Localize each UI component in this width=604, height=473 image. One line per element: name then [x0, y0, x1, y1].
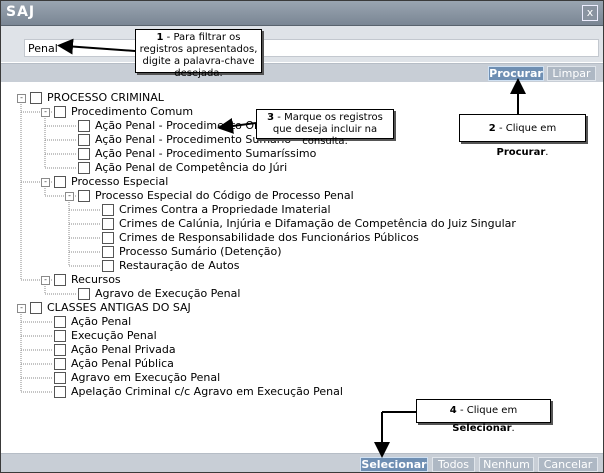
tree-item: Restauração de Autos — [1, 259, 603, 273]
tree-item-label: Crimes de Calúnia, Injúria e Difamação d… — [119, 217, 516, 230]
select-button[interactable]: Selecionar — [360, 457, 428, 472]
callout-click-procurar: 2 - Clique em Procurar. — [459, 114, 586, 158]
window-title: SAJ — [6, 4, 36, 20]
footer-toolbar: Selecionar Todos Nenhum Cancelar — [1, 453, 603, 472]
tree-item: Ação Penal Pública — [1, 357, 603, 371]
collapse-icon[interactable]: - — [41, 276, 50, 285]
tree-item-label: Agravo de Execução Penal — [95, 287, 241, 300]
collapse-icon[interactable]: - — [17, 94, 26, 103]
tree-guide-lines — [20, 102, 101, 393]
tree-item-label: Processo Especial — [71, 175, 169, 188]
tree-item-label: Ação Penal - Procedimento Sumário — [95, 133, 292, 146]
collapse-icon[interactable]: - — [65, 192, 74, 201]
tree-checkbox[interactable] — [78, 190, 90, 202]
search-input[interactable] — [24, 39, 599, 57]
select-all-button[interactable]: Todos — [432, 457, 475, 472]
tree-item-label: Restauração de Autos — [119, 259, 240, 272]
tree-item-label: CLASSES ANTIGAS DO SAJ — [47, 301, 191, 314]
callout-filter: 1 - Para filtrar os registros apresentad… — [135, 29, 262, 79]
tree-item-label: Crimes Contra a Propriedade Imaterial — [119, 203, 331, 216]
title-bar: SAJ x — [1, 1, 603, 26]
tree-checkbox[interactable] — [78, 148, 90, 160]
tree-item: Execução Penal — [1, 329, 603, 343]
tree-checkbox[interactable] — [102, 204, 114, 216]
close-icon[interactable]: x — [582, 5, 598, 21]
tree-item: Apelação Criminal c/c Agravo em Execução… — [1, 385, 603, 399]
tree-item-label: Ação Penal Pública — [71, 357, 174, 370]
tree-checkbox[interactable] — [54, 372, 66, 384]
tree-item-label: PROCESSO CRIMINAL — [47, 91, 164, 104]
collapse-icon[interactable]: - — [17, 304, 26, 313]
tree-checkbox[interactable] — [78, 162, 90, 174]
tree-item: - Recursos — [1, 273, 603, 287]
tree-item: Ação Penal de Competência do Júri — [1, 161, 603, 175]
tree-item: Crimes de Responsabilidade dos Funcionár… — [1, 231, 603, 245]
search-toolbar: Procurar Limpar — [1, 63, 603, 82]
tree-item: - CLASSES ANTIGAS DO SAJ — [1, 301, 603, 315]
callout-mark-records: 3 - Marque os registros que deseja inclu… — [256, 109, 394, 147]
tree-item: - Processo Especial — [1, 175, 603, 189]
collapse-icon[interactable]: - — [41, 108, 50, 117]
tree-checkbox[interactable] — [54, 274, 66, 286]
tree-item: Ação Penal - Procedimento Sumário — [1, 133, 603, 147]
tree-checkbox[interactable] — [78, 120, 90, 132]
tree-checkbox[interactable] — [102, 218, 114, 230]
collapse-icon[interactable]: - — [41, 178, 50, 187]
search-band — [1, 26, 603, 62]
tree-item-label: Recursos — [71, 273, 121, 286]
tree-checkbox[interactable] — [102, 232, 114, 244]
tree-item: Agravo em Execução Penal — [1, 371, 603, 385]
tree-item-label: Processo Especial do Código de Processo … — [95, 189, 354, 202]
tree-checkbox[interactable] — [54, 106, 66, 118]
tree-item-label: Agravo em Execução Penal — [71, 371, 221, 384]
tree-item-label: Apelação Criminal c/c Agravo em Execução… — [71, 385, 343, 398]
tree-item-label: Processo Sumário (Detenção) — [119, 245, 282, 258]
callout-click-selecionar: 4 - Clique em Selecionar. — [416, 399, 551, 434]
tree-item: Crimes Contra a Propriedade Imaterial — [1, 203, 603, 217]
tree-item: Ação Penal - Procedimento Sumaríssimo — [1, 147, 603, 161]
search-button[interactable]: Procurar — [488, 66, 544, 81]
tree-item: Processo Sumário (Detenção) — [1, 245, 603, 259]
tree-checkbox[interactable] — [102, 246, 114, 258]
tree-item-label: Procedimento Comum — [71, 105, 194, 118]
select-none-button[interactable]: Nenhum — [479, 457, 534, 472]
tree-item-label: Ação Penal - Procedimento Sumaríssimo — [95, 147, 317, 160]
tree-item-label: Crimes de Responsabilidade dos Funcionár… — [119, 231, 419, 244]
tree-item: Agravo de Execução Penal — [1, 287, 603, 301]
tree-checkbox[interactable] — [102, 260, 114, 272]
tree-item: Ação Penal — [1, 315, 603, 329]
tree-checkbox[interactable] — [54, 316, 66, 328]
tree-checkbox[interactable] — [54, 330, 66, 342]
tree-checkbox[interactable] — [78, 134, 90, 146]
tree-item: - Procedimento Comum — [1, 105, 603, 119]
tree-item: - Processo Especial do Código de Processo… — [1, 189, 603, 203]
tree-item: Ação Penal Privada — [1, 343, 603, 357]
tree-checkbox[interactable] — [54, 386, 66, 398]
tree-item-label: Execução Penal — [71, 329, 157, 342]
tree-item-label: Ação Penal de Competência do Júri — [95, 161, 288, 174]
tree-checkbox[interactable] — [78, 288, 90, 300]
tree-item-label: Ação Penal Privada — [71, 343, 176, 356]
tree-checkbox[interactable] — [54, 344, 66, 356]
tree-checkbox[interactable] — [54, 176, 66, 188]
clear-button[interactable]: Limpar — [547, 66, 596, 81]
tree-item: Crimes de Calúnia, Injúria e Difamação d… — [1, 217, 603, 231]
tree-checkbox[interactable] — [30, 92, 42, 104]
tree-item-label: Ação Penal — [71, 315, 132, 328]
tree-item: - PROCESSO CRIMINAL — [1, 91, 603, 105]
tree-checkbox[interactable] — [30, 302, 42, 314]
cancel-button[interactable]: Cancelar — [538, 457, 598, 472]
tree-checkbox[interactable] — [54, 358, 66, 370]
